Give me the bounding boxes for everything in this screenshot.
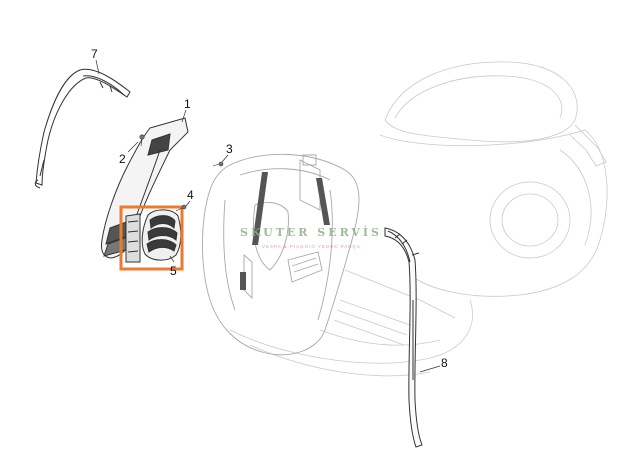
part-label-3: 3 xyxy=(226,142,233,156)
part-label-7: 7 xyxy=(91,47,98,61)
part-4-screw xyxy=(175,204,187,212)
part-2-screw xyxy=(139,134,145,147)
part-label-2: 2 xyxy=(119,152,126,166)
part-number-labels: 7 1 2 3 4 5 8 xyxy=(91,47,448,370)
leader-lines xyxy=(95,59,441,373)
part-3-clip xyxy=(212,161,224,167)
watermark: SKUTER SERVİS VESPA & PIAGGIO YEDEK PARÇ… xyxy=(240,225,382,249)
watermark-title: SKUTER SERVİS xyxy=(240,225,382,239)
part-label-5: 5 xyxy=(170,264,177,278)
part-label-1: 1 xyxy=(184,97,191,111)
part-label-8: 8 xyxy=(441,356,448,370)
part-7-trim-strip xyxy=(34,68,131,189)
part-5-grille xyxy=(125,209,182,263)
watermark-subtitle: VESPA & PIAGGIO YEDEK PARÇA xyxy=(262,244,361,249)
fasteners xyxy=(139,134,224,212)
front-shield-outline xyxy=(202,153,360,356)
part-8-trim-strip xyxy=(384,227,423,448)
shield-accent-strips xyxy=(240,172,330,290)
scooter-body-outline xyxy=(229,61,608,377)
part-label-4: 4 xyxy=(187,188,194,202)
part-5-highlight-frame xyxy=(119,205,184,271)
